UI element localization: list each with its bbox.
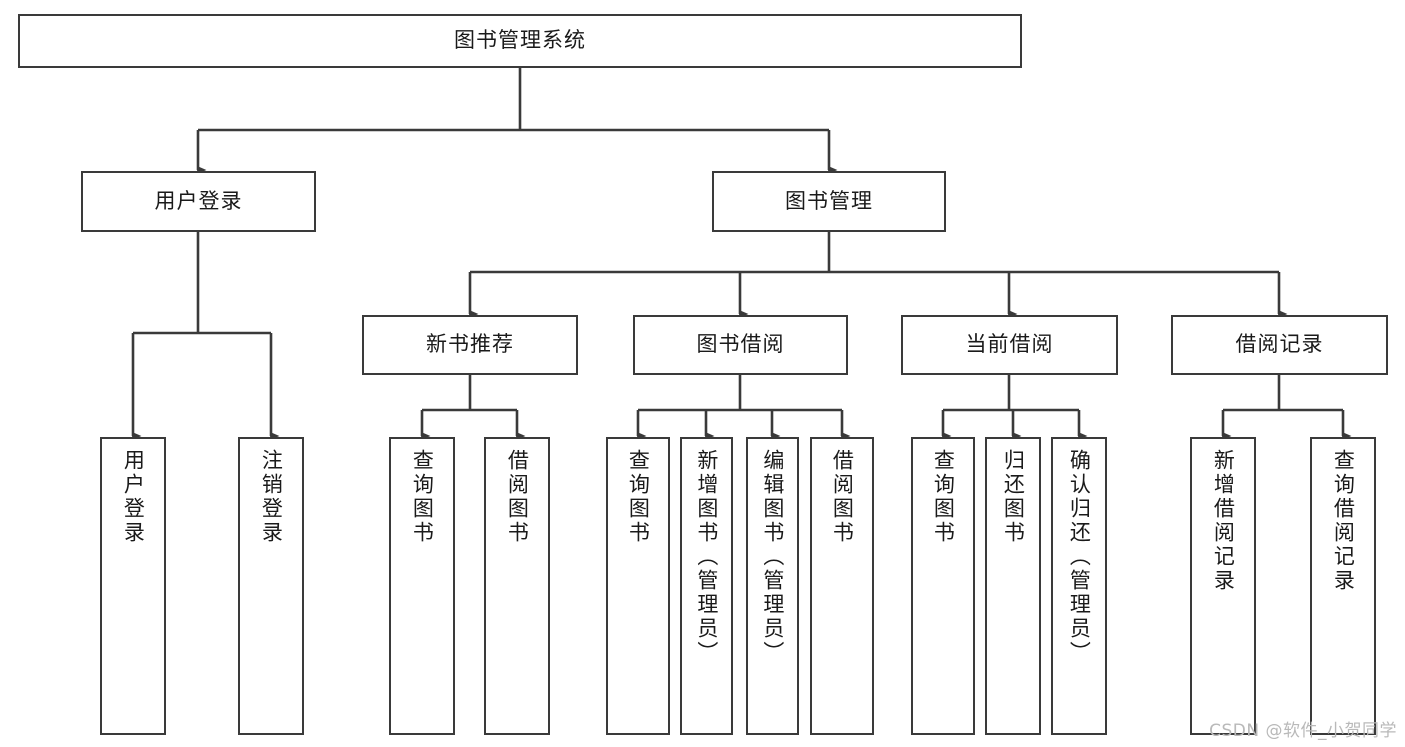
- leaf-node-leaf-query-book-3[interactable]: 查询图书: [911, 437, 975, 735]
- leaf-node-label: 编辑图书（管理员）: [760, 449, 785, 665]
- leaf-node-leaf-borrow-book-1[interactable]: 借阅图书: [484, 437, 550, 735]
- leaf-node-leaf-query-book-1[interactable]: 查询图书: [389, 437, 455, 735]
- leaf-node-leaf-return-book[interactable]: 归还图书: [985, 437, 1041, 735]
- leaf-node-leaf-query-record[interactable]: 查询借阅记录: [1310, 437, 1376, 735]
- root-node-book-management-system[interactable]: 图书管理系统: [18, 14, 1022, 68]
- leaf-node-label: 查询借阅记录: [1331, 449, 1356, 593]
- node-label: 新书推荐: [426, 332, 514, 357]
- node-label: 借阅记录: [1235, 332, 1324, 357]
- node-label: 当前借阅: [965, 332, 1054, 357]
- tree-connectors: [131, 68, 1352, 441]
- leaf-node-label: 借阅图书: [505, 449, 530, 545]
- branch-node-new-book-recommend[interactable]: 新书推荐: [362, 315, 578, 375]
- leaf-node-leaf-user-login[interactable]: 用户登录: [100, 437, 166, 735]
- leaf-node-label: 查询图书: [626, 449, 651, 545]
- leaf-node-label: 注销登录: [259, 449, 284, 545]
- leaf-node-leaf-edit-book[interactable]: 编辑图书（管理员）: [746, 437, 799, 735]
- node-label: 图书管理: [785, 188, 873, 213]
- leaf-node-label: 确认归还（管理员）: [1067, 449, 1092, 665]
- branch-node-book-manage[interactable]: 图书管理: [712, 171, 946, 232]
- leaf-node-label: 借阅图书: [830, 449, 855, 545]
- branch-node-user-login[interactable]: 用户登录: [81, 171, 316, 232]
- leaf-node-label: 新增借阅记录: [1211, 449, 1236, 593]
- leaf-node-leaf-logout[interactable]: 注销登录: [238, 437, 304, 735]
- node-label: 图书借阅: [696, 332, 785, 357]
- leaf-node-leaf-borrow-book-2[interactable]: 借阅图书: [810, 437, 874, 735]
- node-label: 用户登录: [154, 188, 243, 213]
- leaf-node-label: 新增图书（管理员）: [694, 449, 719, 665]
- leaf-node-leaf-add-record[interactable]: 新增借阅记录: [1190, 437, 1256, 735]
- branch-node-current-borrow[interactable]: 当前借阅: [901, 315, 1118, 375]
- leaf-node-leaf-query-book-2[interactable]: 查询图书: [606, 437, 670, 735]
- leaf-node-label: 归还图书: [1001, 449, 1026, 545]
- leaf-node-label: 查询图书: [410, 449, 435, 545]
- leaf-node-label: 用户登录: [121, 449, 146, 545]
- branch-node-book-borrow[interactable]: 图书借阅: [633, 315, 848, 375]
- node-label: 图书管理系统: [454, 28, 586, 53]
- leaf-node-leaf-confirm-return[interactable]: 确认归还（管理员）: [1051, 437, 1107, 735]
- leaf-node-leaf-add-book[interactable]: 新增图书（管理员）: [680, 437, 733, 735]
- leaf-node-label: 查询图书: [931, 449, 956, 545]
- branch-node-borrow-record[interactable]: 借阅记录: [1171, 315, 1388, 375]
